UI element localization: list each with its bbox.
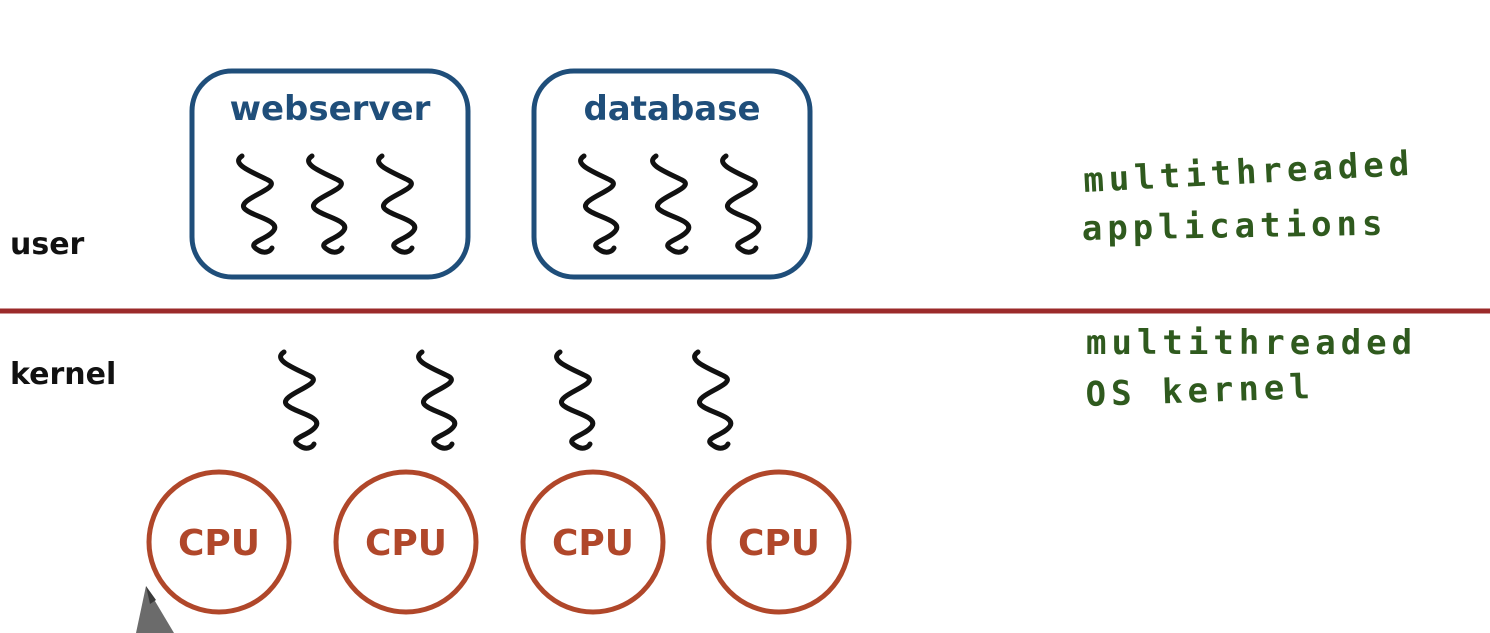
app-box-webserver: webserver [189, 68, 471, 280]
annotation-user-line2: applications [1081, 204, 1387, 249]
cpu-3: CPU [520, 469, 666, 615]
kernel-threads [281, 352, 731, 448]
thread-squiggle-icon [557, 352, 593, 448]
app-title-webserver: webserver [230, 89, 431, 129]
thread-squiggle-icon [281, 352, 317, 448]
app-title-database: database [583, 89, 760, 129]
annotation-kernel-line2: OS kernel [1085, 367, 1315, 415]
cpu-label: CPU [178, 523, 260, 564]
cpu-label: CPU [552, 523, 634, 564]
annotation-kernel-line1: multithreaded [1086, 323, 1417, 363]
thread-squiggle-icon [695, 352, 731, 448]
cpu-4: CPU [706, 469, 852, 615]
thread-squiggle-icon [419, 352, 455, 448]
user-layer-label: user [10, 227, 85, 262]
cpu-1: CPU [146, 469, 292, 615]
pen-cursor-icon [136, 586, 174, 633]
app-box-database: database [531, 68, 813, 280]
kernel-layer-label: kernel [10, 357, 116, 392]
annotation-user-line1: multithreaded [1082, 144, 1415, 201]
cpu-2: CPU [333, 469, 479, 615]
cpu-label: CPU [365, 523, 447, 564]
cpu-label: CPU [738, 523, 820, 564]
